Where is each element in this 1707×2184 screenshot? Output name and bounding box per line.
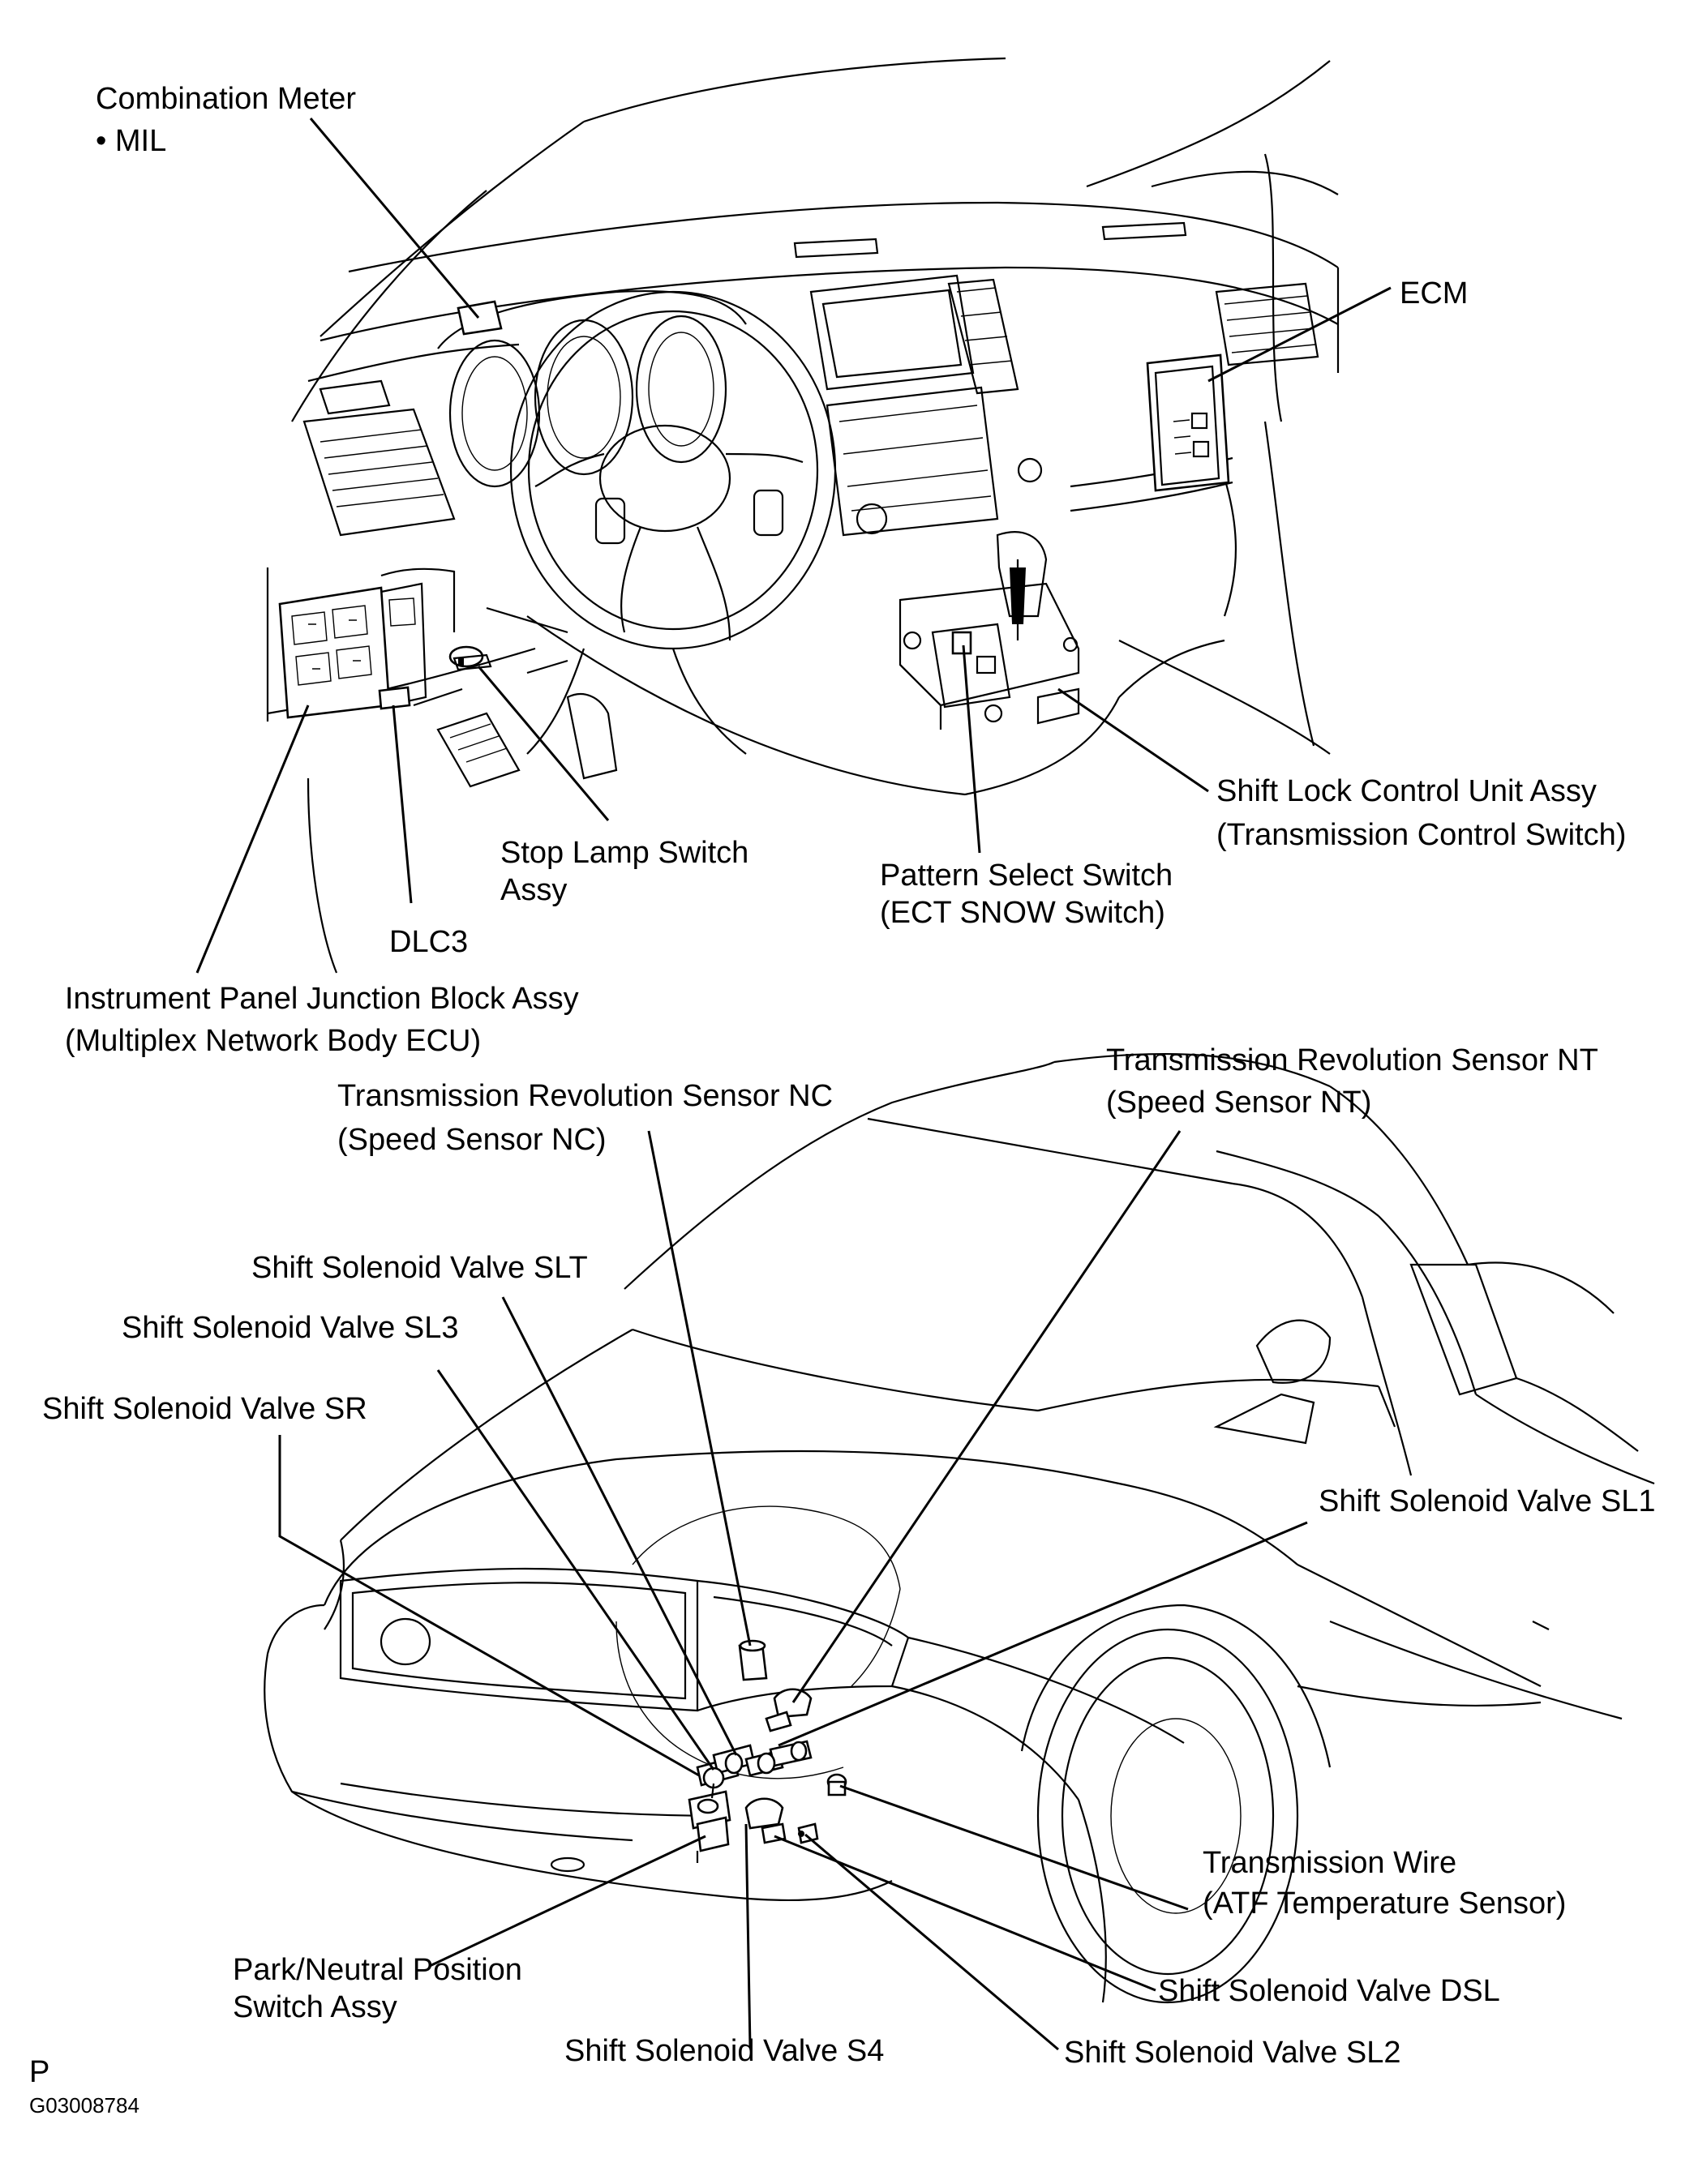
label-park-neutral-switch: Park/Neutral Position [233, 1953, 522, 1987]
label-solenoid-dsl: Shift Solenoid Valve DSL [1158, 1974, 1500, 2008]
label-revolution-sensor-nt: Transmission Revolution Sensor NT [1106, 1043, 1598, 1077]
label-junction-block: Instrument Panel Junction Block Assy [65, 982, 579, 1016]
label-revolution-sensor-nc: Transmission Revolution Sensor NC [337, 1079, 834, 1113]
footer-figure-id: G03008784 [29, 2093, 139, 2118]
label-solenoid-slt: Shift Solenoid Valve SLT [251, 1251, 588, 1285]
label-combination-meter: Combination Meter [96, 82, 357, 116]
label-solenoid-sl2: Shift Solenoid Valve SL2 [1064, 2036, 1401, 2070]
label-junction-block-sub: (Multiplex Network Body ECU) [65, 1024, 482, 1058]
label-stop-lamp-switch-sub: Assy [500, 873, 568, 907]
label-mil: • MIL [96, 124, 167, 158]
label-transmission-wire-sub: (ATF Temperature Sensor) [1203, 1886, 1567, 1921]
label-solenoid-s4: Shift Solenoid Valve S4 [564, 2034, 885, 2068]
label-revolution-sensor-nt-sub: (Speed Sensor NT) [1106, 1086, 1372, 1120]
label-revolution-sensor-nc-sub: (Speed Sensor NC) [337, 1123, 607, 1157]
vehicle-illustration [264, 1052, 1655, 2004]
label-solenoid-sr: Shift Solenoid Valve SR [42, 1392, 367, 1426]
dashboard-illustration [266, 57, 1340, 796]
label-dlc3: DLC3 [389, 925, 469, 959]
label-pattern-select-switch-sub: (ECT SNOW Switch) [880, 896, 1165, 930]
label-transmission-wire: Transmission Wire [1203, 1846, 1457, 1880]
footer-code-letter: P [29, 2055, 50, 2089]
label-shift-lock-control-unit: Shift Lock Control Unit Assy [1216, 774, 1597, 808]
label-shift-lock-control-unit-sub: (Transmission Control Switch) [1216, 818, 1627, 852]
label-solenoid-sl1: Shift Solenoid Valve SL1 [1319, 1484, 1656, 1518]
label-park-neutral-switch-sub: Switch Assy [233, 1990, 397, 2024]
label-ecm: ECM [1400, 276, 1469, 310]
top-leader-lines [195, 118, 1392, 974]
label-stop-lamp-switch: Stop Lamp Switch [500, 836, 749, 870]
label-solenoid-sl3: Shift Solenoid Valve SL3 [122, 1311, 459, 1345]
bottom-leader-lines [278, 1130, 1308, 2051]
label-pattern-select-switch: Pattern Select Switch [880, 859, 1173, 893]
